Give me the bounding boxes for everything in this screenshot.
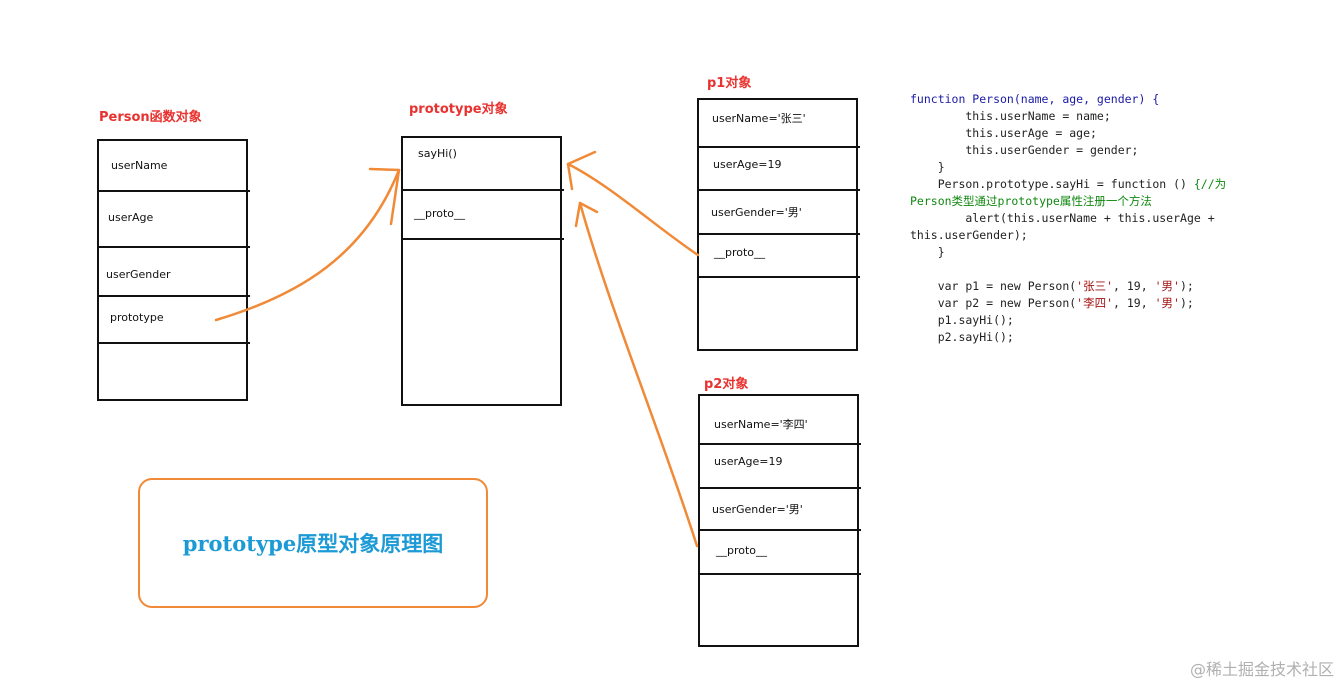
p2-object-title: p2对象 <box>704 377 749 392</box>
code-snippet: function Person(name, age, gender) { thi… <box>910 91 1226 346</box>
code-line-9: this.userGender); <box>910 228 1028 242</box>
code-line-2: this.userName = name; <box>910 109 1111 123</box>
code-line-10: } <box>910 245 945 259</box>
p1-field-proto: __proto__ <box>714 246 766 259</box>
p1-divider <box>699 233 860 235</box>
code-line-13-str1: '李四' <box>1076 296 1114 310</box>
p2-object-box: userName='李四' userAge=19 userGender='男' … <box>698 394 861 647</box>
arrowhead-p1-to-prototype <box>566 150 597 191</box>
code-line-6: Person.prototype.sayHi = function () <box>910 177 1194 191</box>
code-line-12-str1: '张三' <box>1076 279 1114 293</box>
code-line-4: this.userGender = gender; <box>910 143 1139 157</box>
code-line-12-str2: '男' <box>1154 279 1180 293</box>
p1-field-usergender: userGender='男' <box>711 206 802 219</box>
p2-field-userage: userAge=19 <box>714 455 783 468</box>
code-line-3: this.userAge = age; <box>910 126 1097 140</box>
prototype-object-title: prototype对象 <box>409 102 508 117</box>
prototype-divider <box>403 238 564 240</box>
person-divider <box>99 246 250 248</box>
watermark: @稀土掘金技术社区 <box>1189 660 1334 679</box>
arrow-p1-to-prototype <box>566 162 700 257</box>
p1-divider <box>699 189 860 191</box>
prototype-field-proto: __proto__ <box>414 207 466 220</box>
p1-divider <box>699 146 860 148</box>
p1-object-box: userName='张三' userAge=19 userGender='男' … <box>697 98 860 351</box>
code-line-13: var p2 = new Person( <box>910 296 1077 310</box>
person-function-box: userName userAge userGender prototype <box>97 139 250 401</box>
arrow-person-to-prototype <box>214 168 401 322</box>
code-line-8: alert(this.userName + this.userAge + <box>910 211 1215 225</box>
person-field-userage: userAge <box>108 211 154 224</box>
p2-field-username: userName='李四' <box>714 418 808 431</box>
prototype-divider <box>403 189 564 191</box>
person-divider <box>99 190 250 192</box>
prototype-field-sayhi: sayHi() <box>418 147 457 160</box>
code-line-13-str2: '男' <box>1154 296 1180 310</box>
p1-object-title: p1对象 <box>707 76 752 91</box>
code-line-15: p2.sayHi(); <box>910 330 1014 344</box>
p2-field-proto: __proto__ <box>716 544 768 557</box>
code-line-12-end: ); <box>1179 279 1194 293</box>
person-field-username: userName <box>111 159 168 172</box>
code-line-13-mid: , 19, <box>1113 296 1155 310</box>
arrowhead-person-to-prototype <box>368 167 401 226</box>
p2-divider <box>700 443 861 445</box>
diagram-legend: prototype原型对象原理图 <box>138 478 488 608</box>
person-field-usergender: userGender <box>106 268 171 281</box>
p2-divider <box>700 529 861 531</box>
p2-divider <box>700 573 861 575</box>
legend-text: prototype原型对象原理图 <box>182 531 444 556</box>
code-line-1: function Person(name, age, gender) { <box>910 92 1160 106</box>
p1-field-userage: userAge=19 <box>713 158 782 171</box>
person-divider <box>99 342 250 344</box>
code-line-5: } <box>910 160 945 174</box>
p1-divider <box>699 276 860 278</box>
p2-divider <box>700 487 861 489</box>
person-field-prototype: prototype <box>110 311 164 324</box>
code-line-6-comment: {//为 <box>1193 177 1227 191</box>
prototype-object-box: sayHi() __proto__ <box>401 136 564 406</box>
code-line-12-mid: , 19, <box>1113 279 1155 293</box>
code-line-7-comment: Person类型通过prototype属性注册一个方法 <box>910 194 1152 208</box>
person-divider <box>99 295 250 297</box>
p2-field-usergender: userGender='男' <box>712 503 803 516</box>
arrow-p2-to-prototype <box>578 201 699 548</box>
code-line-13-end: ); <box>1179 296 1194 310</box>
code-line-14: p1.sayHi(); <box>910 313 1014 327</box>
code-line-12: var p1 = new Person( <box>910 279 1077 293</box>
p1-field-username: userName='张三' <box>712 112 806 125</box>
person-function-title: Person函数对象 <box>99 110 202 125</box>
arrowhead-p2-to-prototype <box>574 201 599 228</box>
